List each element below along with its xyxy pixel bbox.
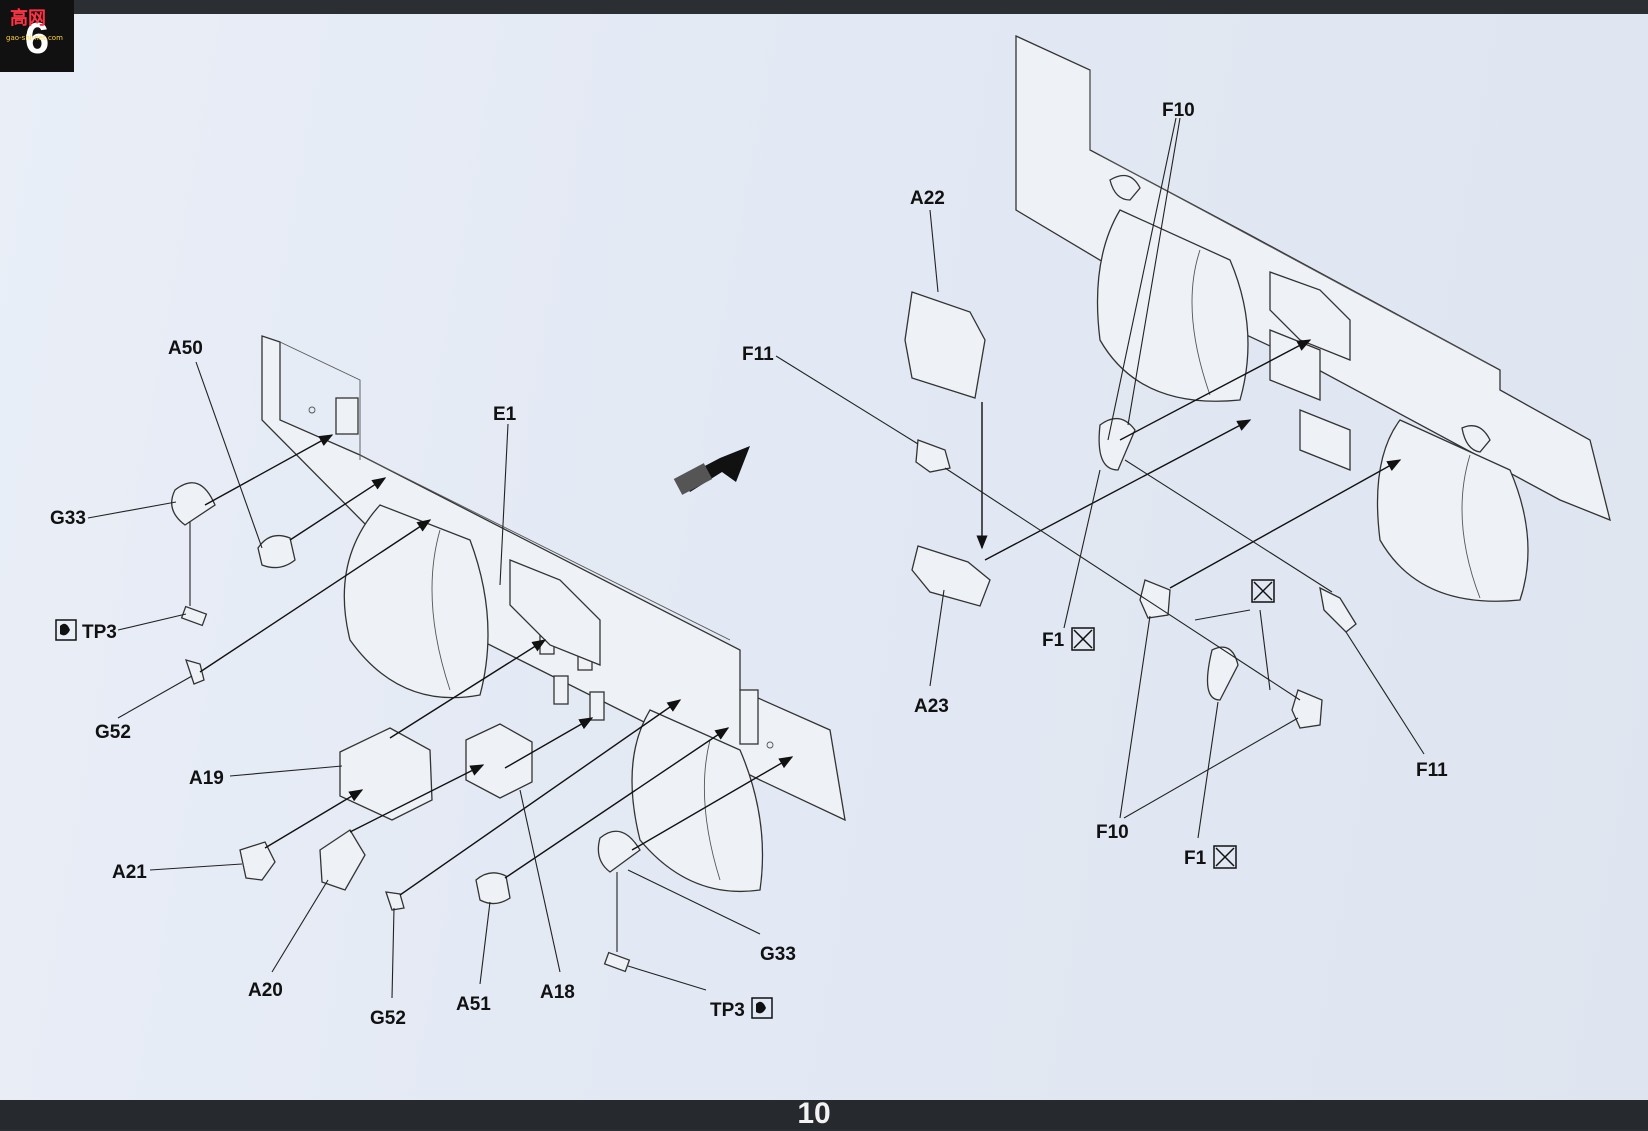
label-g33-right: G33 [760,944,796,965]
label-a51: A51 [456,994,491,1015]
label-f1-top: F1 [1042,630,1065,651]
label-f1-bottom: F1 [1184,848,1207,869]
part-g33-right [597,830,641,873]
fitting-right [1461,425,1491,453]
label-tp3-left: TP3 [82,622,117,643]
label-f10-top: F10 [1162,100,1195,121]
part-tp3-left [180,605,208,627]
watermark-subtext: gao-shi-net.com [6,34,63,42]
part-a22 [904,291,986,399]
no-glue-icon [1213,845,1237,869]
page-bottom-border [0,1100,1648,1129]
label-f11-right: F11 [1416,760,1448,781]
watermark-text: 高网 [10,7,46,29]
step-badge: 6 高网 gao-shi-net.com [0,0,74,72]
right-assembly [775,34,1611,839]
step-number: 6 [24,14,50,63]
part-a19 [339,727,433,821]
part-f10-lower-a [1139,579,1171,619]
part-g33-left [171,482,216,526]
label-a50: A50 [168,338,203,359]
slot-a18b [589,691,605,721]
slot-a18 [553,675,569,705]
part-f11-right [1319,586,1357,633]
left-assembly [87,335,846,999]
label-e1: E1 [493,404,517,425]
page-number: 10 [797,1097,831,1130]
direction-arrow-icon [673,446,750,495]
glue-icon [55,619,77,641]
part-f1-lower [1206,646,1239,701]
mudflap-left-b [631,709,764,893]
bracket-right-upper [1269,271,1351,361]
page-top-border [0,0,1648,14]
hook-on-panel [1098,418,1136,471]
part-g52-bottom [385,891,405,911]
part-labels: A50 G33 TP3 G52 E1 A19 A21 A20 G52 A51 A… [50,100,1448,1029]
part-a18 [465,723,533,799]
label-a22: A22 [910,188,945,209]
part-f11-left [915,439,951,473]
label-a21: A21 [112,862,147,883]
fitting-upper [1109,174,1141,201]
label-a23: A23 [914,696,949,717]
slot-a50 [335,397,359,435]
label-g52-bottom: G52 [370,1008,406,1029]
label-g33-left: G33 [50,508,86,529]
bracket-right-lower [1299,409,1351,471]
part-a23 [911,545,991,607]
part-a21 [239,841,276,881]
no-glue-icon [1071,627,1095,651]
label-a18: A18 [540,982,575,1003]
no-glue-icon [1251,579,1275,603]
part-tp3-right [603,951,631,973]
part-a51 [475,872,511,905]
label-a20: A20 [248,980,283,1001]
part-a20 [319,829,366,891]
plate-e1 [509,559,601,666]
slot-right [739,689,759,745]
label-tp3-right: TP3 [710,1000,745,1021]
mudflap-right-b [1376,419,1529,602]
label-f10-bottom: F10 [1096,822,1129,843]
label-f11-left: F11 [742,344,774,365]
label-a19: A19 [189,768,224,789]
part-a50 [257,534,296,569]
mudflap-right-a [1096,209,1249,402]
watermark-logo: 高网 gao-shi-net.com [6,7,63,42]
glue-icon [751,997,773,1019]
part-f10-lower-b [1291,689,1323,729]
part-g52-left [184,659,205,685]
label-g52-left: G52 [95,722,131,743]
